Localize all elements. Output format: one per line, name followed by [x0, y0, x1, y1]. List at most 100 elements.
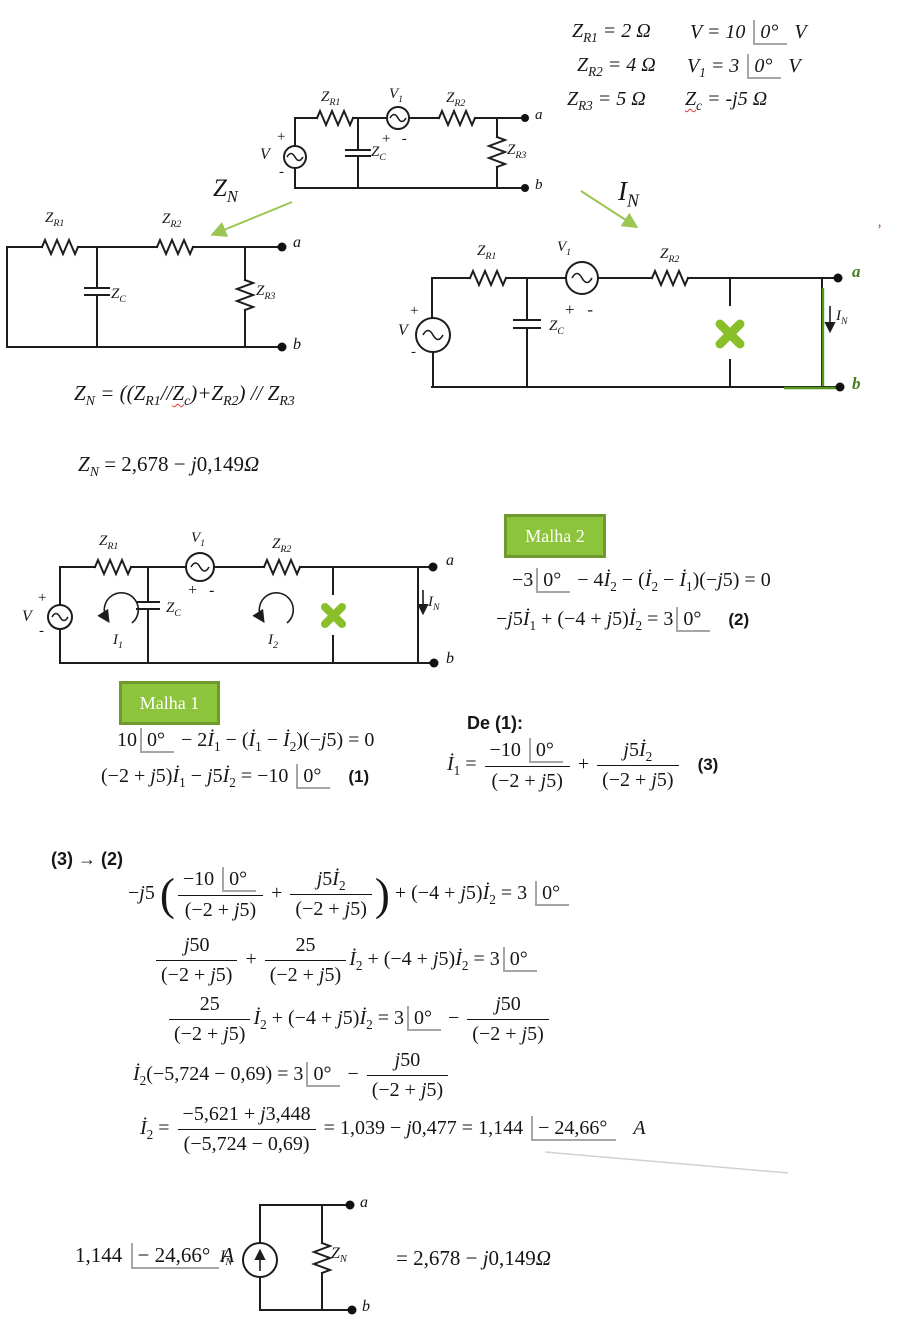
- scan-artifact-line: [544, 1151, 789, 1174]
- current-source-in: [242, 1242, 278, 1278]
- ac-source-v: [47, 604, 73, 630]
- resistor-zn: [311, 1241, 333, 1275]
- label-v1-polarity: + -: [188, 582, 215, 599]
- resistor-zr1: [93, 557, 133, 577]
- terminal-a-dot: [428, 562, 438, 572]
- label-zr1: ZR1: [321, 89, 341, 108]
- circuit-zn: [6, 237, 287, 352]
- label-v1-polarity: + -: [565, 300, 593, 319]
- label-plus: +: [277, 129, 286, 145]
- label-zr2: ZR2: [446, 90, 466, 109]
- label-zc: ZC: [166, 600, 181, 619]
- malha1-title: Malha 1: [139, 692, 200, 713]
- terminal-a-dot: [833, 273, 843, 283]
- label-in-current: IN: [220, 1248, 233, 1269]
- resistor-zr2: [262, 557, 302, 577]
- label-v: V: [22, 608, 32, 625]
- mesh-current-loop-i1: [97, 592, 140, 624]
- resistor-zr2: [155, 237, 195, 257]
- resistor-zr1: [315, 108, 355, 128]
- label-zc: ZC: [549, 318, 564, 337]
- label-mesh-i2: I2: [268, 632, 278, 651]
- label-v1: V1: [389, 86, 404, 105]
- label-zr1: ZR1: [45, 210, 65, 229]
- eq-step1: −j5 (−10 0°(−2 + j5) + j5İ2(−2 + j5)) + …: [128, 867, 571, 922]
- eq-zn-formula: ZN = ((ZR1//Zc)+ZR2) // ZR3: [74, 381, 295, 409]
- terminal-a-dot: [345, 1200, 355, 1210]
- de1-label: De (1):: [467, 713, 524, 733]
- param-zr1: ZR1 = 2 Ω: [572, 20, 651, 45]
- terminal-b-dot: [521, 184, 529, 192]
- label-terminal-a: a: [852, 262, 861, 281]
- in-pointer-label: IN: [618, 176, 639, 211]
- ac-source-v1: [386, 106, 410, 130]
- label-zr2: ZR2: [660, 246, 680, 265]
- label-terminal-b: b: [852, 374, 861, 393]
- removed-branch-x-icon: [321, 603, 346, 628]
- label-zr1: ZR1: [99, 533, 119, 552]
- result-impedance: = 2,678 − j0,149Ω: [396, 1246, 551, 1270]
- label-in-current: IN: [836, 308, 848, 327]
- label-zc: ZC: [371, 144, 386, 163]
- label-zn: ZN: [331, 1245, 347, 1266]
- eq-malha1-line2: (−2 + j5)İ1 − j5İ2 = −10 0°(1): [101, 764, 370, 790]
- label-terminal-a: a: [360, 1194, 368, 1211]
- terminal-b-dot: [277, 342, 287, 352]
- circuit-in: [415, 261, 845, 392]
- resistor-zr3: [234, 278, 256, 312]
- param-zr2: ZR2 = 4 Ω: [577, 54, 656, 79]
- malha2-title: Malha 2: [525, 525, 585, 546]
- circuit-original: [283, 106, 529, 192]
- result-current: 1,144 − 24,66°A: [75, 1243, 235, 1269]
- param-zr3: ZR3 = 5 Ω: [567, 88, 646, 113]
- label-terminal-a: a: [535, 107, 543, 123]
- terminal-a-dot: [277, 242, 287, 252]
- resistor-zr2: [437, 108, 477, 128]
- param-v: V = 10 0° V: [690, 20, 807, 45]
- label-v: V: [398, 322, 408, 339]
- ac-source-v1: [565, 261, 599, 295]
- removed-branch-x-icon: [715, 319, 745, 349]
- label-v1: V1: [557, 239, 572, 258]
- terminal-b-dot: [429, 658, 439, 668]
- stray-red-mark: ’: [877, 222, 882, 238]
- label-terminal-b: b: [293, 336, 301, 353]
- resistor-zr1: [468, 268, 508, 288]
- param-v1: V1 = 3 0° V: [687, 54, 801, 80]
- zn-pointer-arrow-icon: [210, 201, 293, 237]
- label-minus: -: [279, 164, 284, 180]
- terminal-b-dot: [835, 382, 845, 392]
- ac-source-v1: [185, 552, 215, 582]
- resistor-zr1: [40, 237, 80, 257]
- malha1-box: Malha 1: [119, 681, 220, 725]
- label-zr2: ZR2: [162, 211, 182, 230]
- resistor-zr3: [486, 135, 508, 169]
- eq-step2: j50(−2 + j5) + 25(−2 + j5)İ2 + (−4 + j5)…: [153, 934, 539, 987]
- label-v1: V1: [191, 530, 206, 549]
- circuit-mesh: [47, 552, 439, 668]
- label-zr3: ZR3: [507, 142, 527, 161]
- label-v: V: [260, 146, 270, 163]
- in-pointer-arrow-icon: [580, 190, 639, 229]
- circuit-norton: [242, 1200, 357, 1315]
- short-wire-green: [784, 288, 838, 390]
- zn-pointer-label: ZN: [213, 175, 238, 206]
- label-terminal-b: b: [362, 1298, 370, 1315]
- eq-zn-value: ZN = 2,678 − j0,149Ω: [78, 452, 260, 480]
- label-mesh-i1: I1: [113, 632, 123, 651]
- malha2-box: Malha 2: [504, 514, 606, 558]
- label-zr3: ZR3: [256, 283, 276, 302]
- deriv-label: (3) → (2): [51, 849, 123, 869]
- label-minus: -: [39, 623, 44, 639]
- eq-step5: İ2 = −5,621 + j3,448(−5,724 − 0,69) = 1,…: [140, 1103, 646, 1155]
- label-in-current: IN: [428, 594, 440, 613]
- label-terminal-a: a: [446, 552, 454, 569]
- ac-source-v: [415, 317, 451, 353]
- label-terminal-b: b: [535, 177, 543, 193]
- label-zr1: ZR1: [477, 243, 497, 262]
